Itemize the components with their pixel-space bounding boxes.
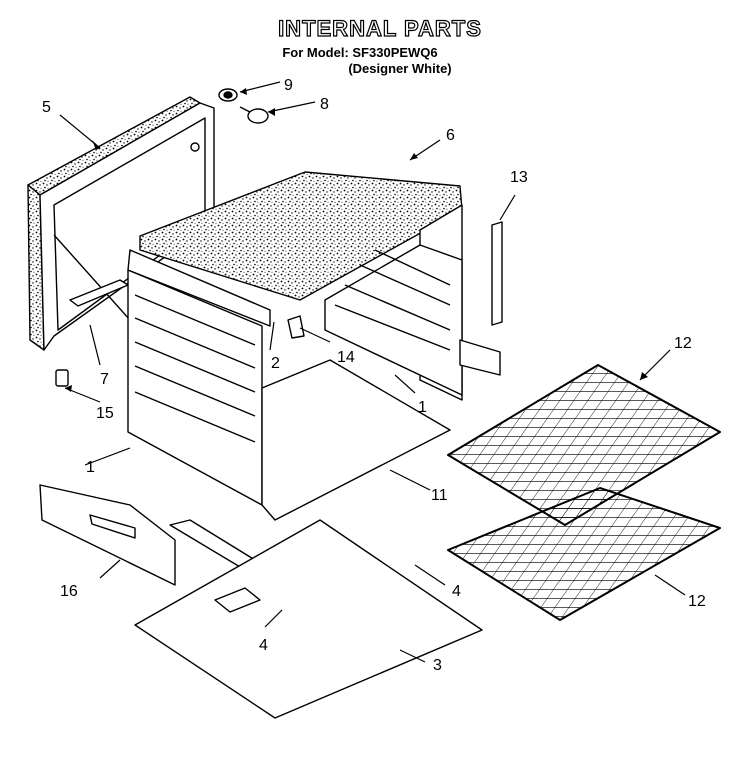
cavity-left-wall [127,249,271,506]
connector [55,369,69,387]
callout-14: 14 [337,349,355,366]
callout-2: 2 [271,355,280,372]
diagram-title: INTERNAL PARTS [277,15,482,41]
lamp-socket-and-bulb [218,88,269,124]
side-bracket [491,221,503,326]
callout-15: 15 [96,405,114,422]
callout-labels: 5 9 8 6 13 12 7 15 1 2 14 1 11 16 4 12 4… [42,77,706,674]
callout-13: 13 [510,169,528,186]
callout-6: 6 [446,127,455,144]
oven-cavity [324,204,501,401]
callout-1-left: 1 [86,459,95,476]
leader-arrows [65,88,648,392]
model-number: For Model: SF330PEWQ6 [282,45,438,60]
color-variant: (Designer White) [348,61,452,76]
callout-4-left: 4 [259,637,268,654]
callout-7: 7 [100,371,109,388]
base-pan [134,519,483,719]
oven-bottom-plate [261,359,451,521]
callout-11: 11 [431,487,448,504]
small-clip [287,315,305,339]
oven-rack-upper [447,364,721,526]
callout-12-upper: 12 [674,335,692,352]
callout-3: 3 [433,657,442,674]
callout-12-lower: 12 [688,593,706,610]
callout-9: 9 [284,77,293,94]
callout-8: 8 [320,96,329,113]
oven-rack-lower [447,487,721,621]
callout-5: 5 [42,99,51,116]
callout-1-right: 1 [418,399,427,416]
front-trim [39,484,176,586]
callout-4-right: 4 [452,583,461,600]
callout-16: 16 [60,583,78,600]
